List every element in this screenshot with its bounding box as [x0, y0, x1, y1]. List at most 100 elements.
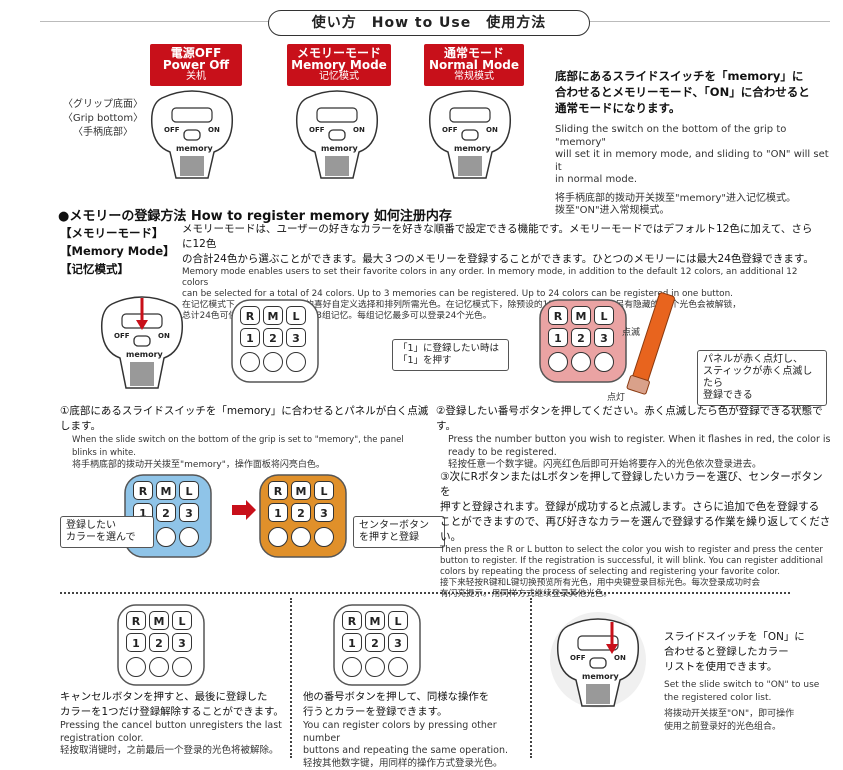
switch-label-on: ON — [486, 126, 498, 134]
callout-panel-red-line3: 登録できる — [703, 390, 821, 402]
callout-choose-line2: カラーを選んで — [66, 532, 148, 544]
controller-button-M: M — [571, 306, 591, 325]
divider-dotted-vertical — [290, 598, 292, 758]
center-button-icon — [365, 657, 385, 677]
other-en-0: You can register colors by pressing othe… — [303, 720, 529, 745]
controller-button-L: L — [314, 481, 334, 500]
controller-button-R: R — [342, 611, 362, 630]
step3-jp-0: 次にRボタンまたはLボタンを押して登録したいカラーを選び、センターボタンを — [440, 471, 823, 498]
step1-jp: 底部にあるスライドスイッチを「memory」に合わせるとパネルが白く点滅します。 — [60, 405, 428, 432]
switch-label-off: OFF — [164, 126, 180, 134]
intro-jp-1: 合わせるとメモリーモード、「ON」に合わせると — [555, 84, 835, 100]
intro-jp-2: 通常モードになります。 — [555, 100, 835, 116]
controller-button-L: L — [179, 481, 199, 500]
controller-button-1: 1 — [268, 503, 288, 522]
step3-num: ③ — [440, 471, 450, 483]
intro-cn-0: 将手柄底部的拨动开关拨至"memory"进入记忆模式。 — [555, 193, 835, 206]
register-en-0: Memory mode enables users to set their f… — [182, 267, 822, 289]
other-jp-1: 行うとカラーを登録できます。 — [303, 705, 529, 720]
controller-button-L: L — [286, 306, 306, 325]
controller-button-1: 1 — [548, 328, 568, 347]
cancel-cn: 轻按取消键时，之前最后一个登录的光色将被解除。 — [60, 745, 288, 758]
controller-button-1: 1 — [342, 633, 362, 652]
controller-button-1: 1 — [240, 328, 260, 347]
step2-en-1: ready to be registered. — [436, 447, 836, 460]
blink-label: 点滅 — [622, 327, 640, 340]
controller-button-L: L — [594, 306, 614, 325]
use-jp-1: 合わせると登録したカラー — [664, 645, 834, 660]
controller-button-2: 2 — [156, 503, 176, 522]
controller-button-3: 3 — [314, 503, 334, 522]
other-jp-0: 他の番号ボタンを押して、同様な操作を — [303, 690, 529, 705]
step3-en-1: button to register. If the registration … — [440, 556, 832, 567]
switch-label-off: OFF — [442, 126, 458, 134]
center-button-icon — [156, 527, 176, 547]
switch-label-on: ON — [614, 654, 626, 662]
center-button-icon — [291, 527, 311, 547]
controller-button-M: M — [365, 611, 385, 630]
center-button-icon — [149, 657, 169, 677]
controller-button-M: M — [263, 306, 283, 325]
grip-on-illustration — [550, 612, 646, 708]
controller-button-L: L — [388, 611, 408, 630]
controller-button-M: M — [156, 481, 176, 500]
left-arrow-icon — [268, 527, 288, 547]
step3-en-0: Then press the R or L button to select t… — [440, 545, 832, 556]
use-jp-2: リストを使用できます。 — [664, 660, 834, 675]
step1-text: ①底部にあるスライドスイッチを「memory」に合わせるとパネルが白く点滅します… — [60, 404, 430, 472]
controller-button-R: R — [133, 481, 153, 500]
controller-button-2: 2 — [291, 503, 311, 522]
callout-press-1: 「1」に登録したい時は 「1」を押す — [392, 339, 509, 371]
memory-mode-label-cn: 【记忆模式】 — [60, 260, 180, 278]
callout-choose-color: 登録したい カラーを選んで — [60, 516, 154, 548]
intro-en-0: Sliding the switch on the bottom of the … — [555, 124, 835, 149]
right-arrow-icon — [286, 352, 306, 372]
use-text: スライドスイッチを「ON」に 合わせると登録したカラー リストを使用できます。 … — [664, 630, 834, 733]
callout-center-button: センターボタン を押すと登録 — [353, 516, 445, 548]
step3-en-2: colors by repeating the process of selec… — [440, 567, 832, 578]
switch-label-memory: memory — [126, 350, 163, 359]
register-jp-1: の合計24色から選ぶことができます。最大３つのメモリーを登録することができます。… — [182, 252, 822, 267]
use-cn-1: 使用之前登录好的光色组合。 — [664, 721, 834, 734]
step1-en: When the slide switch on the bottom of t… — [60, 434, 430, 459]
callout-panel-red-line2: スティックが赤く点滅したら — [703, 366, 821, 390]
step2-en-0: Press the number button you wish to regi… — [436, 434, 836, 447]
left-arrow-icon — [548, 352, 568, 372]
callout-center-line2: を押すと登録 — [359, 532, 439, 544]
center-button-icon — [263, 352, 283, 372]
step2-num: ② — [436, 405, 445, 417]
intro-en-1: will set it in memory mode, and sliding … — [555, 149, 835, 174]
step1-grip-illustration — [102, 297, 183, 388]
intro-en-2: in normal mode. — [555, 174, 835, 187]
center-button-icon — [571, 352, 591, 372]
left-arrow-icon — [342, 657, 362, 677]
step3-cn-1: 有闪亮提示。用同样方式继续登录其他光色。 — [440, 589, 832, 600]
step3-text: ③次にRボタンまたはLボタンを押して登録したいカラーを選び、センターボタンを 押… — [440, 470, 832, 600]
switch-label-off: OFF — [309, 126, 325, 134]
cancel-en-0: Pressing the cancel button unregisters t… — [60, 720, 288, 733]
right-arrow-icon — [179, 527, 199, 547]
step1-cn: 将手柄底部的拨动开关拨至"memory"，操作面板将闪亮白色。 — [60, 459, 430, 472]
use-en-0: Set the slide switch to "ON" to use — [664, 679, 834, 692]
other-en-1: buttons and repeating the same operation… — [303, 745, 529, 758]
controller-button-3: 3 — [286, 328, 306, 347]
controller-button-R: R — [240, 306, 260, 325]
switch-label-off: OFF — [114, 332, 130, 340]
memory-mode-label-en: 【Memory Mode】 — [60, 242, 180, 260]
cancel-en-1: registration color. — [60, 733, 288, 746]
switch-label-memory: memory — [454, 144, 491, 153]
left-arrow-icon — [240, 352, 260, 372]
controller-button-1: 1 — [126, 633, 146, 652]
right-arrow-icon — [172, 657, 192, 677]
register-jp-0: メモリーモードは、ユーザーの好きなカラーを好きな順番で設定できる機能です。メモリ… — [182, 222, 822, 252]
controller-button-R: R — [268, 481, 288, 500]
intro-jp-0: 底部にあるスライドスイッチを「memory」に — [555, 68, 835, 84]
memory-mode-label: 【メモリーモード】 【Memory Mode】 【记忆模式】 — [60, 224, 180, 278]
intro-text: 底部にあるスライドスイッチを「memory」に 合わせるとメモリーモード、「ON… — [555, 68, 835, 218]
use-en-1: the registered color list. — [664, 692, 834, 705]
memory-mode-label-jp: 【メモリーモード】 — [60, 224, 180, 242]
step3-jp-2: ことができますので、再び好きなカラーを選んで登録する作業を繰り返してください。 — [440, 515, 832, 545]
step3-cn-0: 接下来轻按R键和L键切换预览所有光色，用中央键登录目标光色。每次登录成功时会 — [440, 578, 832, 589]
use-cn-0: 将拨动开关拨至"ON"，即可操作 — [664, 708, 834, 721]
controller-button-3: 3 — [179, 503, 199, 522]
